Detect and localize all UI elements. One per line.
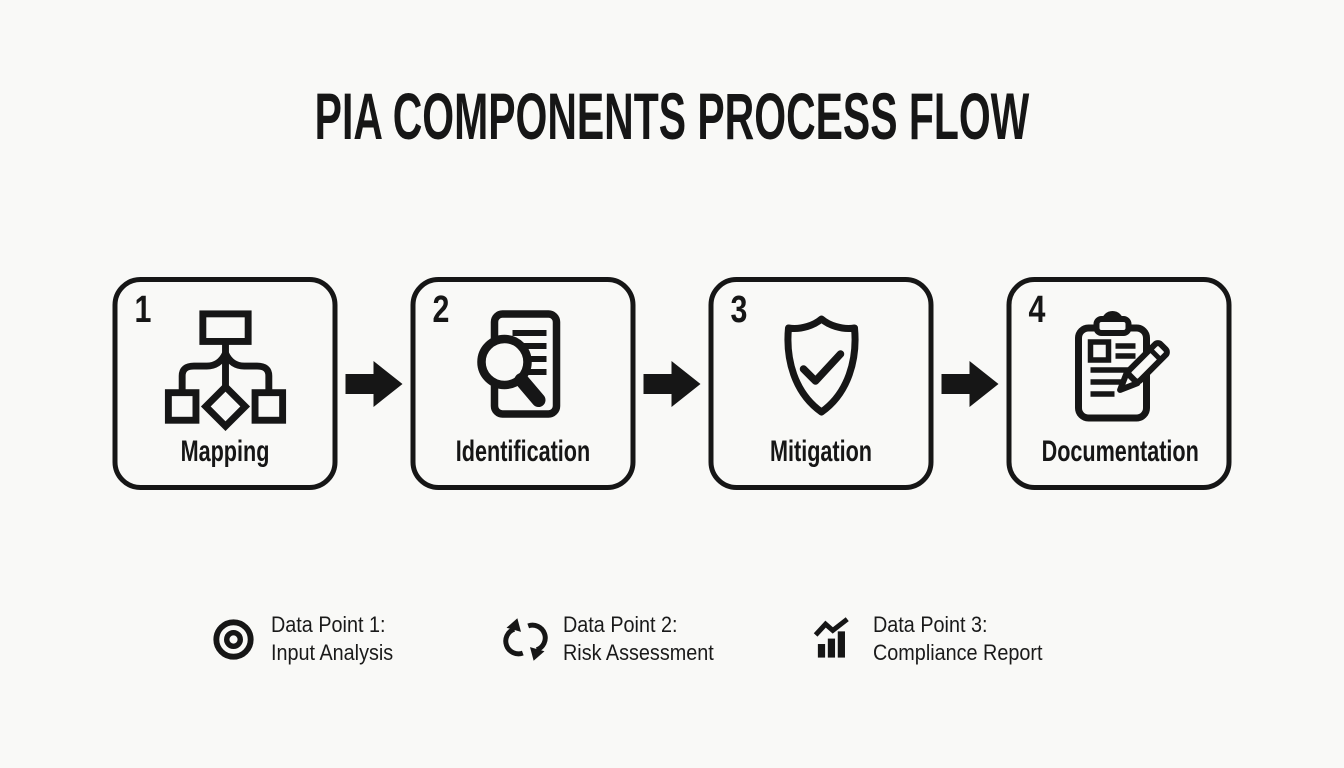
step-number: 1 bbox=[134, 289, 152, 331]
data-point-title: Data Point 1: bbox=[271, 612, 386, 637]
data-point-subtitle: Input Analysis bbox=[271, 640, 394, 665]
cycle-icon bbox=[502, 616, 549, 663]
arrow-right-icon bbox=[934, 277, 1007, 490]
step-label: Mitigation bbox=[770, 435, 872, 468]
step-number: 2 bbox=[432, 289, 450, 331]
step-number: 4 bbox=[1028, 289, 1046, 331]
data-point-risk-assessment: Data Point 2: Risk Assessment bbox=[502, 610, 731, 668]
step-label: Mapping bbox=[180, 435, 270, 468]
step-box-mitigation: 3 Mitigation bbox=[708, 277, 934, 490]
page-title: PIA COMPONENTS PROCESS FLOW bbox=[314, 79, 1030, 153]
data-point-title: Data Point 2: bbox=[563, 612, 678, 637]
data-point-text: Data Point 2: Risk Assessment bbox=[563, 611, 714, 667]
flowchart-icon bbox=[160, 306, 290, 436]
data-point-compliance-report: Data Point 3: Compliance Report bbox=[812, 610, 1061, 668]
data-point-subtitle: Risk Assessment bbox=[563, 640, 714, 665]
shield-check-icon bbox=[756, 306, 886, 436]
arrow-right-icon bbox=[636, 277, 709, 490]
step-box-identification: 2 Identification bbox=[410, 277, 636, 490]
data-point-input-analysis: Data Point 1: Input Analysis bbox=[210, 610, 407, 668]
bar-chart-icon bbox=[812, 616, 859, 663]
step-box-mapping: 1 Mapping bbox=[112, 277, 338, 490]
process-flow-row: 1 Mapping 2 bbox=[112, 277, 1232, 490]
step-label: Identification bbox=[455, 435, 591, 468]
clipboard-pencil-icon bbox=[1054, 306, 1184, 436]
step-number: 3 bbox=[730, 289, 748, 331]
arrow-right-icon bbox=[338, 277, 411, 490]
document-search-icon bbox=[458, 306, 588, 436]
data-point-subtitle: Compliance Report bbox=[873, 640, 1043, 665]
data-point-text: Data Point 3: Compliance Report bbox=[873, 611, 1042, 667]
data-point-text: Data Point 1: Input Analysis bbox=[271, 611, 393, 667]
step-box-documentation: 4 Documentation bbox=[1006, 277, 1232, 490]
data-point-title: Data Point 3: bbox=[873, 612, 988, 637]
step-label: Documentation bbox=[1041, 435, 1199, 468]
bullseye-icon bbox=[210, 616, 257, 663]
